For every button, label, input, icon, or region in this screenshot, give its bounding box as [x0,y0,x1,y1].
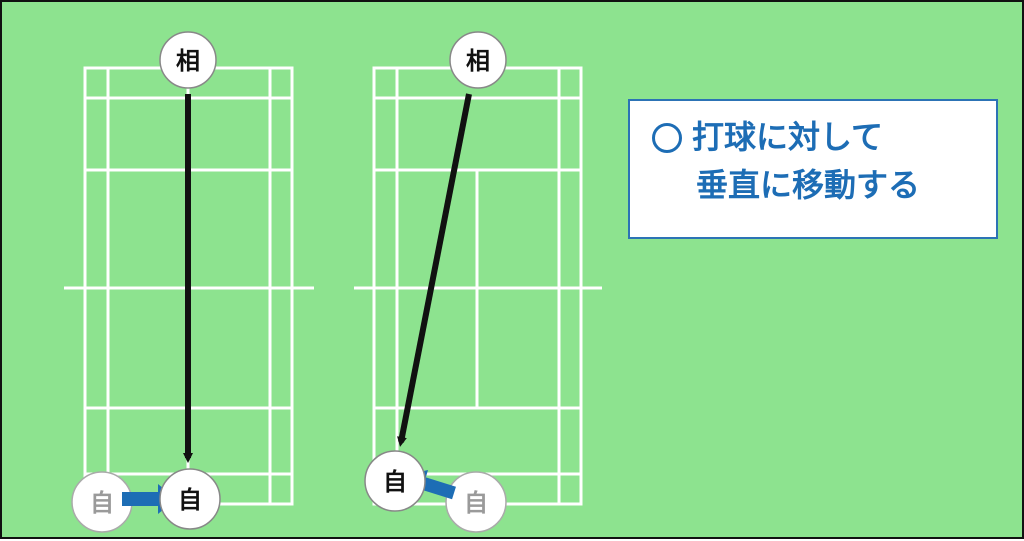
shot-line-right [397,93,472,447]
opponent-label-right: 相 [466,47,490,75]
self-label-left: 自 [178,486,202,514]
ghost-self-marker-left: 自 [71,471,133,533]
caption-text-1: 打球に対して [692,118,884,156]
self-label-right: 自 [383,468,407,496]
opponent-label-left: 相 [176,47,200,75]
self-marker-right: 自 [364,450,426,512]
ghost-self-label-right: 自 [464,489,488,517]
ghost-self-label-left: 自 [90,489,114,517]
caption-box: 打球に対して 垂直に移動する [628,99,998,239]
court-right [354,66,602,506]
opponent-marker-left: 相 [159,31,217,89]
opponent-marker-right: 相 [449,31,507,89]
caption-line-1: 打球に対して [630,117,996,157]
caption-line-2: 垂直に移動する [696,166,921,204]
circle-bullet-icon [652,123,682,153]
ghost-self-marker-right: 自 [445,471,507,533]
self-marker-left: 自 [159,468,221,530]
